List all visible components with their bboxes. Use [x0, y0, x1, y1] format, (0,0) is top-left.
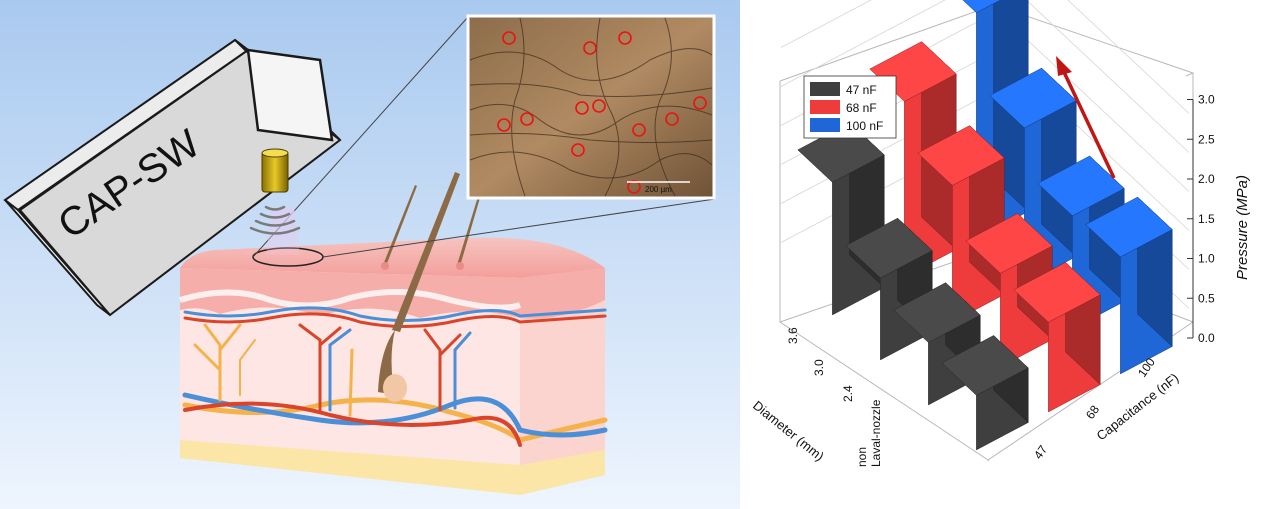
bar-top-face [1085, 196, 1173, 258]
bars [797, 0, 1173, 451]
z-tick-label: 1.0 [1198, 252, 1215, 266]
bar-top-face [989, 67, 1077, 129]
legend-swatch [810, 100, 840, 114]
legend-label: 100 nF [846, 119, 883, 133]
bar [1013, 261, 1101, 413]
bar-top-face [965, 213, 1053, 274]
plasma-plume [266, 208, 300, 255]
illustration: CAP-SW [0, 0, 740, 509]
bar [797, 121, 885, 316]
legend: 47 nF 68 nF 100 nF [803, 75, 897, 139]
micrograph-inset: 200 µm [466, 14, 716, 200]
bar [941, 334, 1029, 451]
bar-top-face [941, 335, 1029, 396]
x-axis-label: Diameter (mm) [750, 398, 827, 464]
x-tick-label: nonLaval-nozzle [855, 399, 883, 467]
bar-top-face [893, 282, 981, 343]
bar [1085, 196, 1173, 375]
bar-top-face [1037, 155, 1125, 217]
z-axis-label: Pressure (MPa) [1234, 175, 1251, 280]
legend-swatch [810, 118, 840, 132]
y-tick-label: 47 [1031, 442, 1050, 461]
blood-vessels [182, 306, 608, 447]
z-tick-label: 2.0 [1198, 172, 1215, 186]
skin-block [179, 237, 605, 495]
legend-label: 47 nF [846, 83, 877, 97]
legend-swatch [810, 82, 840, 96]
y-axis-label: Capacitance (nF) [1094, 370, 1182, 443]
bar-top-face [962, 0, 1001, 14]
trend-arrow [1056, 56, 1116, 179]
bar-top-face [845, 217, 933, 279]
x-tick-line: non [855, 447, 869, 467]
z-tick-label: 1.5 [1198, 212, 1215, 226]
x-tick-label: 3.6 [786, 327, 800, 344]
y-tick-label: 68 [1083, 402, 1102, 421]
z-tick-label: 3.0 [1198, 93, 1215, 107]
bar-top-face [917, 125, 1005, 186]
device-front-face [246, 48, 334, 142]
nozzle [261, 148, 289, 193]
legend-label: 68 nF [846, 101, 877, 115]
x-tick-line: Laval-nozzle [869, 399, 883, 467]
gridline [780, 0, 1190, 153]
z-tick-label: 0.5 [1198, 291, 1215, 305]
z-axis: 0.0 0.5 1.0 1.5 2.0 2.5 3.0 [1187, 93, 1215, 345]
x-tick-label: 3.0 [812, 359, 826, 376]
gridline [780, 0, 1190, 114]
scale-bar-label: 200 µm [645, 185, 672, 194]
shockwave-icon [249, 205, 301, 235]
hair-follicles [378, 172, 482, 402]
z-tick-label: 0.0 [1198, 331, 1215, 345]
bar-chart-3d: 0.00.51.01.52.02.53.0 nonLaval-nozzle2.4… [750, 0, 1251, 467]
z-tick-label: 2.5 [1198, 132, 1215, 146]
pore-markers [497, 31, 707, 194]
cap-sw-device: CAP-SW [3, 38, 342, 317]
bar-top-face [1013, 262, 1101, 323]
x-tick-label: 2.4 [841, 385, 855, 402]
bar [869, 41, 957, 278]
